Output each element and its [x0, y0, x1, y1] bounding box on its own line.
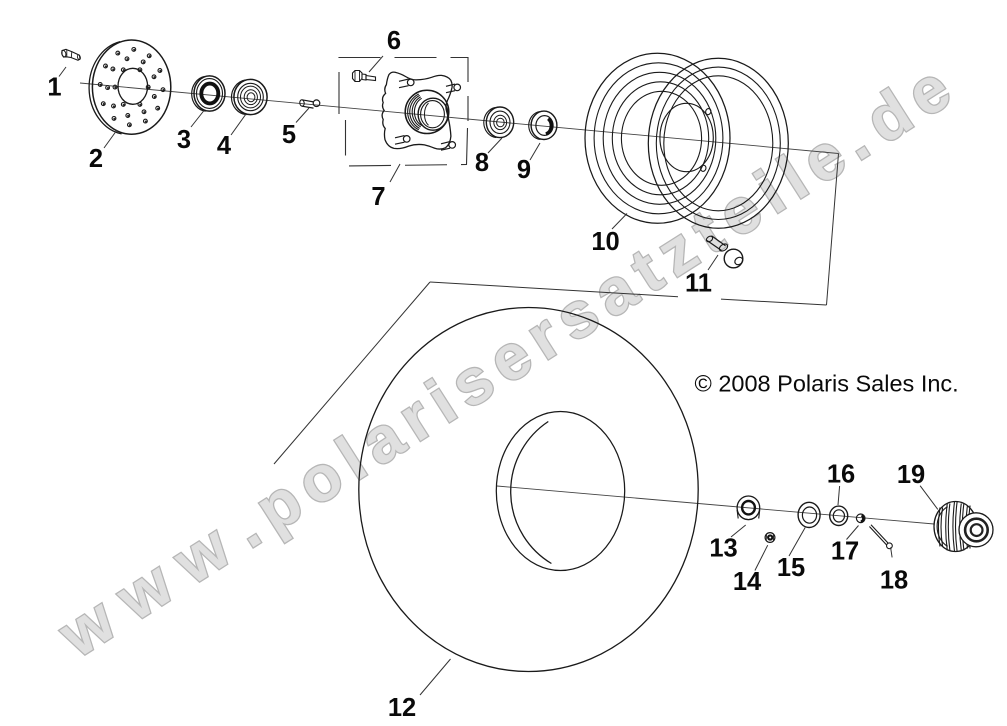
svg-text:17: 17 [831, 538, 859, 566]
svg-text:16: 16 [827, 461, 855, 489]
svg-text:2: 2 [89, 145, 103, 173]
svg-text:9: 9 [517, 156, 531, 184]
svg-text:7: 7 [371, 183, 385, 211]
svg-text:18: 18 [880, 567, 908, 595]
svg-text:8: 8 [475, 149, 489, 177]
svg-text:19: 19 [897, 461, 925, 489]
svg-text:1: 1 [47, 74, 61, 102]
svg-text:11: 11 [685, 270, 712, 298]
svg-text:4: 4 [217, 132, 232, 160]
svg-text:14: 14 [733, 568, 762, 596]
svg-text:12: 12 [388, 694, 416, 721]
svg-text:6: 6 [387, 27, 401, 55]
svg-text:10: 10 [591, 228, 619, 256]
svg-text:13: 13 [709, 535, 737, 563]
svg-text:15: 15 [777, 554, 805, 582]
svg-text:© 2008 Polaris Sales Inc.: © 2008 Polaris Sales Inc. [695, 371, 959, 397]
svg-text:3: 3 [177, 126, 191, 154]
svg-text:5: 5 [282, 121, 296, 149]
